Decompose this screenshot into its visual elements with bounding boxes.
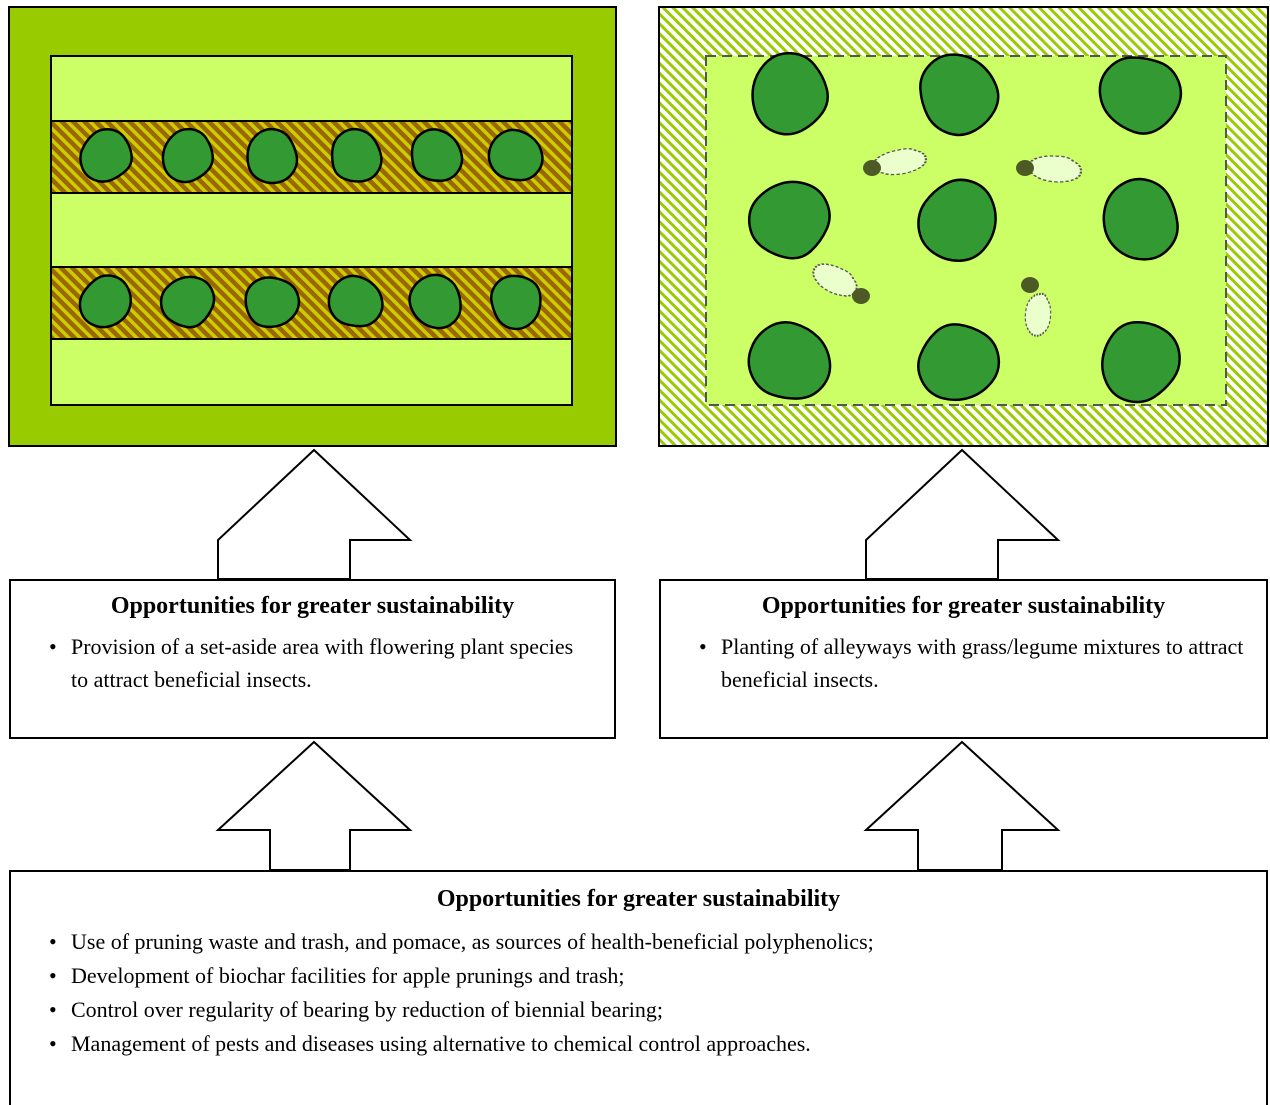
bottom-bullet-item: Control over regularity of bearing by re…	[11, 993, 1266, 1027]
apple-tree	[747, 180, 831, 260]
apple-tree	[751, 52, 829, 136]
beneficial-insect	[812, 263, 870, 304]
apple-tree	[78, 274, 133, 329]
apple-tree	[330, 127, 383, 183]
row-orchard-diagram	[8, 6, 617, 447]
left-bullet-list: Provision of a set-aside area with flowe…	[11, 630, 614, 696]
left-opportunities-box: Opportunities for greater sustainability…	[9, 579, 616, 739]
arrow-up-left-bottom	[215, 740, 413, 871]
bottom-box-title: Opportunities for greater sustainability	[436, 886, 841, 912]
apple-tree	[1098, 56, 1183, 135]
right-bullet-list: Planting of alleyways with grass/legume …	[661, 630, 1266, 696]
apple-tree	[917, 178, 997, 262]
apple-tree	[246, 127, 299, 185]
left-box-title: Opportunities for greater sustainability	[110, 593, 515, 619]
alley-orchard-diagram	[658, 6, 1269, 447]
beneficial-insect	[863, 148, 928, 176]
orchard-field	[50, 55, 573, 406]
right-opportunities-box: Opportunities for greater sustainability…	[659, 579, 1268, 739]
beneficial-insect	[1021, 277, 1052, 337]
bottom-opportunities-box: Opportunities for greater sustainability…	[9, 870, 1268, 1105]
right-bullet-item: Planting of alleyways with grass/legume …	[661, 630, 1266, 696]
apple-tree	[1101, 320, 1181, 404]
bottom-bullet-item: Use of pruning waste and trash, and poma…	[11, 925, 1266, 959]
tree-row-top	[50, 120, 573, 194]
right-box-title: Opportunities for greater sustainability	[761, 593, 1166, 619]
apple-tree	[917, 323, 1001, 402]
arrow-up-right-bottom	[863, 740, 1061, 871]
apple-tree	[490, 274, 542, 331]
apple-tree	[410, 128, 464, 183]
apple-tree	[161, 127, 215, 184]
left-bullet-item: Provision of a set-aside area with flowe…	[11, 630, 614, 696]
apple-tree	[408, 273, 462, 330]
apple-tree	[159, 275, 216, 329]
beneficial-insect	[1016, 155, 1083, 183]
apple-tree	[1102, 177, 1179, 261]
bottom-bullet-item: Development of biochar facilities for ap…	[11, 959, 1266, 993]
apple-tree	[244, 276, 301, 329]
apple-tree	[487, 128, 544, 182]
bottom-bullet-list: Use of pruning waste and trash, and poma…	[11, 925, 1266, 1061]
left-tree-group	[78, 127, 544, 331]
right-tree-group	[747, 52, 1183, 404]
apple-tree	[747, 321, 832, 400]
apple-tree	[79, 128, 133, 183]
arrow-up-left-top	[217, 448, 413, 580]
arrow-up-right-top	[865, 448, 1061, 580]
apple-tree	[919, 53, 1000, 137]
apple-tree	[327, 274, 384, 328]
tree-row-bottom	[50, 266, 573, 340]
bottom-bullet-item: Management of pests and diseases using a…	[11, 1027, 1266, 1061]
insect-group	[812, 148, 1083, 337]
